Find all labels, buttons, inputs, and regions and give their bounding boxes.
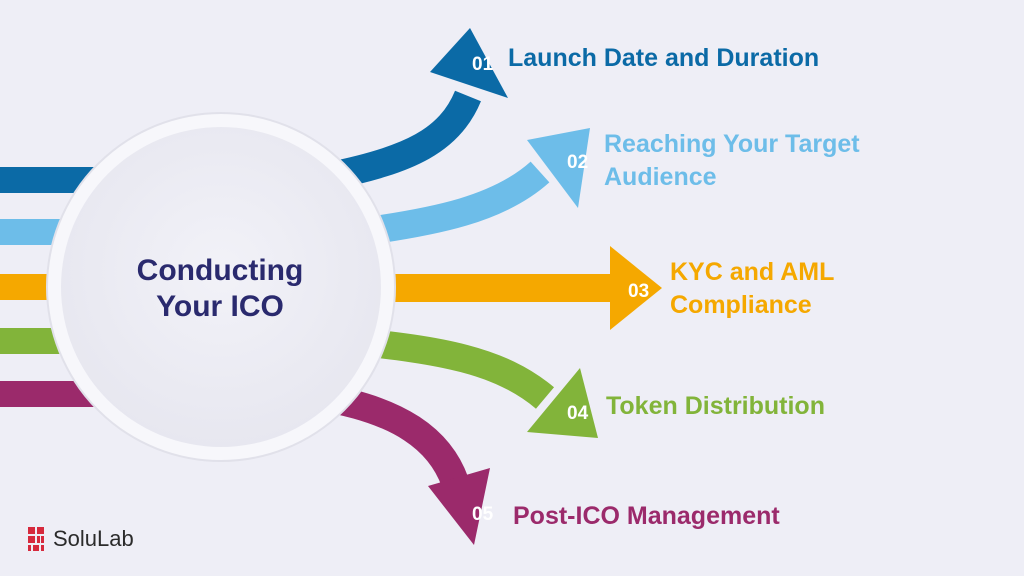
arrow-number-4: 04 [567, 403, 589, 424]
item-5-line-1: Post-ICO Management [513, 502, 780, 530]
arrow-1: 01 [327, 28, 508, 190]
arrow-number-1: 01 [472, 54, 494, 75]
item-label-3: KYC and AML Compliance [670, 256, 834, 322]
arrow-number-2: 02 [567, 152, 588, 173]
center-title: Conducting Your ICO [90, 253, 350, 325]
brand: SoluLab [28, 524, 134, 554]
arrow-number-3: 03 [628, 281, 649, 302]
item-2-line-2: Audience [604, 163, 717, 191]
arrow-number-5: 05 [472, 504, 494, 525]
solulab-logo-icon [28, 527, 44, 551]
arrow-5: 05 [317, 383, 494, 545]
center-title-line-1: Conducting [136, 254, 304, 287]
item-3-line-2: Compliance [670, 291, 812, 319]
item-3-line-1: KYC and AML [670, 258, 835, 286]
center-circle [46, 112, 396, 462]
item-label-2: Reaching Your Target Audience [604, 128, 860, 194]
item-4-line-1: Token Distribution [606, 392, 825, 420]
center-title-line-2: Your ICO [156, 290, 284, 323]
item-2-line-1: Reaching Your Target [604, 130, 860, 158]
item-label-5: Post-ICO Management [513, 500, 780, 533]
brand-name: SoluLab [53, 526, 134, 551]
item-label-4: Token Distribution [606, 390, 825, 423]
item-label-1: Launch Date and Duration [508, 42, 819, 75]
item-1-line-1: Launch Date and Duration [508, 44, 820, 72]
brand-logo-space [28, 527, 46, 551]
arrow-3: 03 [350, 246, 662, 330]
